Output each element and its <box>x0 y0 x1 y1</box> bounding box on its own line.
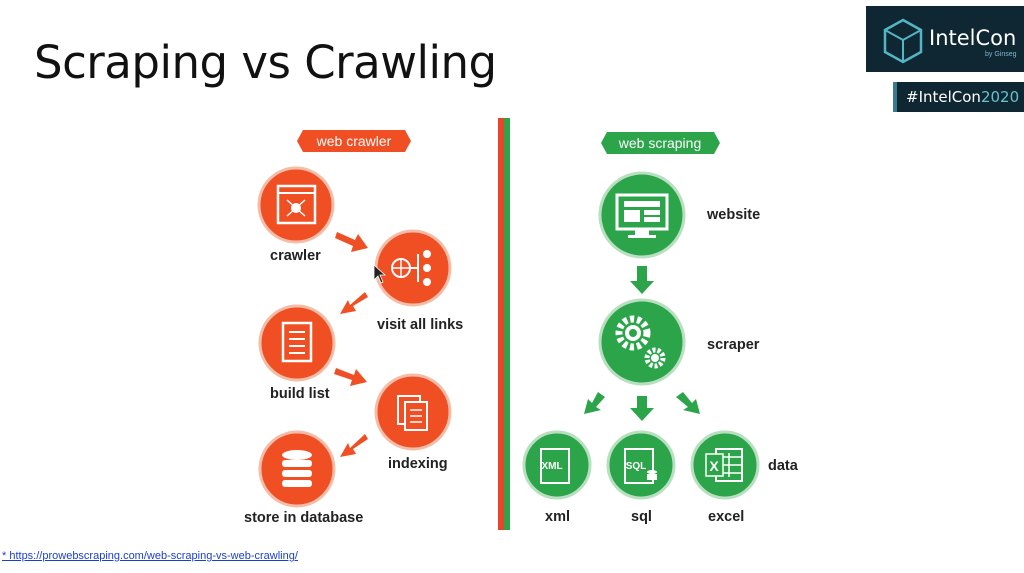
website-icon <box>598 171 686 259</box>
scraper-gears-icon <box>598 298 686 386</box>
crawler-icon <box>257 166 335 244</box>
label-xml: xml <box>545 509 570 525</box>
label-build-list: build list <box>270 386 330 402</box>
page-title: Scraping vs Crawling <box>34 36 497 89</box>
arrow-links-to-list <box>340 292 368 314</box>
sql-icon: SQL <box>606 430 676 500</box>
web-crawler-header: web crawler <box>297 130 411 152</box>
web-scraping-header-text: web scraping <box>618 135 702 151</box>
logo-text: IntelCon <box>929 26 1017 50</box>
arrow-scraper-to-excel <box>676 392 700 414</box>
arrow-crawler-to-links <box>335 232 368 252</box>
web-scraping-header: web scraping <box>601 132 720 154</box>
label-data: data <box>768 458 798 474</box>
scraper-output-arrows <box>584 392 700 421</box>
xml-icon-text: XML <box>541 461 562 472</box>
visit-links-icon <box>374 229 452 307</box>
arrow-scraper-to-sql <box>630 396 654 421</box>
hashtag-text: #IntelCon2020 <box>906 88 1019 106</box>
label-scraper: scraper <box>707 337 760 353</box>
hashtag-year: 2020 <box>980 88 1020 106</box>
arrow-scraper-to-xml <box>584 392 605 414</box>
excel-icon: X <box>690 430 760 500</box>
source-link[interactable]: * https://prowebscraping.com/web-scrapin… <box>2 550 298 562</box>
label-visit-all-links: visit all links <box>377 317 464 333</box>
arrow-list-to-indexing <box>334 368 367 386</box>
label-excel: excel <box>708 509 745 525</box>
web-crawler-header-text: web crawler <box>316 133 392 149</box>
xml-icon: XML <box>522 430 592 500</box>
logo-subtext: by Ginseg <box>985 51 1017 58</box>
crawler-arrows <box>334 232 368 457</box>
divider-red <box>498 118 504 530</box>
mouse-cursor-icon <box>373 264 387 284</box>
label-sql: sql <box>631 509 652 525</box>
cube-logo-icon <box>883 18 923 64</box>
arrow-website-to-scraper <box>630 266 654 294</box>
database-icon <box>258 430 336 508</box>
label-store-in-database: store in database <box>244 510 364 526</box>
label-crawler: crawler <box>270 248 321 264</box>
indexing-icon <box>374 373 452 451</box>
hashtag-banner <box>893 82 1024 112</box>
hashtag-prefix: #IntelCon <box>906 88 981 106</box>
sql-icon-text: SQL <box>626 461 647 472</box>
build-list-icon <box>258 304 336 382</box>
divider-green <box>504 118 510 530</box>
intelcon-logo <box>866 6 1024 72</box>
arrow-indexing-to-db <box>340 434 368 457</box>
label-website: website <box>707 207 761 223</box>
label-indexing: indexing <box>388 456 448 472</box>
excel-icon-text: X <box>709 458 719 474</box>
